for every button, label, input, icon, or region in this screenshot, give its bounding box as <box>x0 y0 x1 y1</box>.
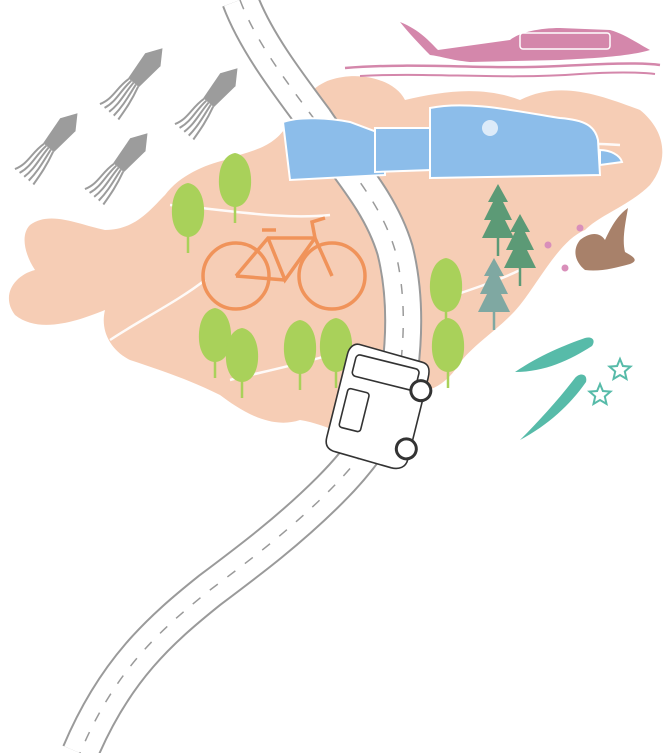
tree-icon <box>218 153 252 223</box>
building-icon <box>281 104 624 182</box>
tree-icon <box>225 328 259 398</box>
squid-icon <box>84 133 148 206</box>
tree-icon <box>504 214 536 286</box>
tree-icon <box>478 258 510 330</box>
bicycle-icon <box>201 216 367 311</box>
tree-icon <box>319 318 353 388</box>
blossom-icon <box>544 241 552 249</box>
tree-icon <box>482 184 514 256</box>
tree-icon <box>431 318 465 388</box>
okra-icon <box>515 337 594 372</box>
star-flower-group <box>544 224 633 406</box>
tree-group <box>171 153 536 398</box>
squid-icon <box>14 113 78 186</box>
star-flower-icon <box>607 356 633 381</box>
tree-icon <box>198 308 232 378</box>
squid-group <box>14 48 238 206</box>
tree-icon <box>283 320 317 390</box>
star-flower-icon <box>587 381 613 406</box>
ship-icon <box>344 22 661 78</box>
squid-icon <box>99 48 163 121</box>
blossom-icon <box>561 264 569 272</box>
okra-icon <box>520 374 587 440</box>
van-icon <box>325 343 433 470</box>
blossom-icon <box>576 224 584 232</box>
squid-icon <box>174 68 238 141</box>
bird-icon <box>575 208 635 271</box>
tree-icon <box>171 183 205 253</box>
okra-group <box>515 337 594 440</box>
